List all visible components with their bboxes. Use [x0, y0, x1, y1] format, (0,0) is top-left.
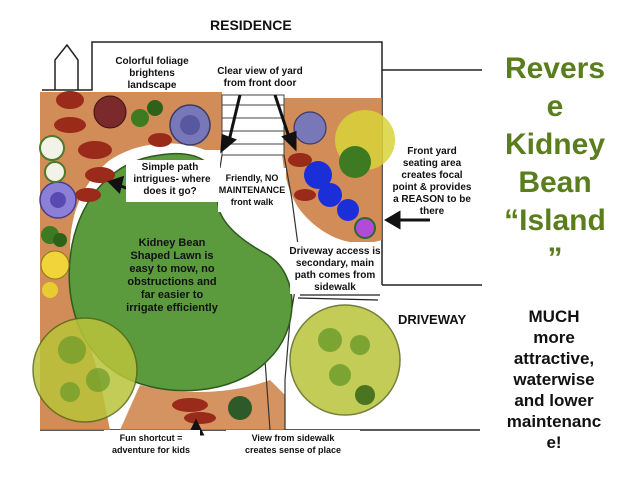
svg-text:point & provides: point & provides	[393, 182, 472, 193]
svg-text:Clear view of yard: Clear view of yard	[217, 66, 303, 77]
subtitle-line: more	[533, 328, 575, 347]
label-lawn: Kidney Bean Shaped Lawn is easy to mow, …	[126, 237, 219, 314]
svg-text:Front yard: Front yard	[407, 146, 456, 157]
svg-text:landscape: landscape	[128, 80, 177, 91]
svg-text:far easier to: far easier to	[141, 289, 204, 301]
slide-title: Revers e Kidney Bean “Island ”	[496, 50, 614, 278]
label-seating: Front yard seating area creates focal po…	[393, 146, 472, 217]
svg-text:Kidney Bean: Kidney Bean	[139, 237, 206, 249]
subtitle-line: waterwise	[513, 370, 595, 389]
svg-text:brightens: brightens	[129, 68, 175, 79]
subtitle-line: attractive,	[513, 349, 595, 368]
svg-text:Shaped Lawn is: Shaped Lawn is	[130, 250, 213, 262]
svg-text:from front door: from front door	[224, 78, 297, 89]
label-friendly-walk: Friendly, NO MAINTENANCE front walk	[219, 173, 286, 207]
svg-text:Driveway access is: Driveway access is	[289, 246, 381, 257]
driveway-lines	[297, 294, 380, 301]
svg-text:secondary, main: secondary, main	[296, 258, 374, 269]
svg-text:View from sidewalk: View from sidewalk	[252, 433, 336, 443]
subtitle-line: e!	[546, 433, 562, 452]
svg-text:there: there	[420, 206, 445, 217]
kidney-lawn	[68, 152, 293, 392]
svg-text:intrigues- where: intrigues- where	[133, 174, 211, 185]
label-foliage: Colorful foliage brightens landscape	[115, 56, 189, 91]
svg-text:does it go?: does it go?	[143, 186, 196, 197]
svg-text:MAINTENANCE: MAINTENANCE	[219, 185, 286, 195]
svg-text:Friendly, NO: Friendly, NO	[226, 173, 279, 183]
svg-text:Fun shortcut =: Fun shortcut =	[120, 433, 183, 443]
svg-text:seating area: seating area	[403, 158, 462, 169]
label-clear-view: Clear view of yard from front door	[217, 66, 303, 89]
seating-area	[288, 110, 395, 239]
label-sidewalk-view: View from sidewalk creates sense of plac…	[245, 433, 341, 455]
svg-text:irrigate efficiently: irrigate efficiently	[126, 302, 219, 314]
label-simple-path: Simple path intrigues- where does it go?	[133, 162, 211, 197]
landscape-plan: RESIDENCE DRIVEWAY Colorful foliage brig…	[32, 17, 482, 455]
svg-text:creates sense of place: creates sense of place	[245, 445, 341, 455]
svg-text:front walk: front walk	[231, 197, 274, 207]
label-shortcut: Fun shortcut = adventure for kids	[112, 433, 190, 455]
svg-text:easy to mow, no: easy to mow, no	[129, 263, 214, 275]
svg-text:a REASON to be: a REASON to be	[393, 194, 471, 205]
bottom-shrubs	[172, 396, 252, 424]
subtitle-line: and lower	[514, 391, 594, 410]
title-line: Kidney	[504, 128, 606, 161]
label-driveway: DRIVEWAY	[398, 312, 466, 327]
svg-text:obstructions and: obstructions and	[127, 276, 216, 288]
title-line: Bean	[518, 166, 592, 199]
svg-text:adventure for kids: adventure for kids	[112, 445, 190, 455]
title-line: “Island	[504, 204, 606, 237]
title-line: Revers	[504, 52, 606, 85]
tree-bottom-left	[32, 317, 138, 423]
subtitle-line: maintenanc	[506, 412, 602, 431]
svg-text:Colorful foliage: Colorful foliage	[115, 56, 189, 67]
svg-text:sidewalk: sidewalk	[314, 282, 356, 293]
subtitle-line: MUCH	[528, 307, 580, 326]
title-line: e	[546, 90, 564, 123]
label-driveway-access: Driveway access is secondary, main path …	[289, 246, 381, 293]
svg-text:path comes from: path comes from	[295, 270, 376, 281]
svg-text:Simple path: Simple path	[142, 162, 199, 173]
label-residence: RESIDENCE	[210, 17, 292, 33]
title-line: ”	[547, 242, 563, 275]
slide-subtitle: MUCH more attractive, waterwise and lowe…	[492, 306, 616, 453]
tree-bottom-right	[289, 304, 401, 416]
left-shrubs	[39, 91, 211, 298]
svg-text:creates focal: creates focal	[401, 170, 462, 181]
